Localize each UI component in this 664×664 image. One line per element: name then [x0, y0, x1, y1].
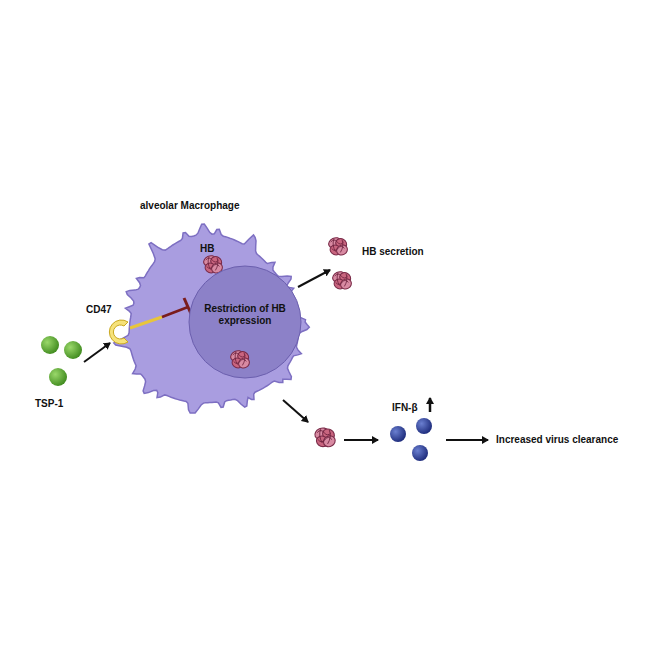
node-text: Restriction of HB expression: [197, 303, 293, 327]
ifn-molecule: [412, 445, 428, 461]
ifn-molecule: [416, 418, 432, 434]
hb-molecule: [331, 270, 353, 291]
node-text: HB: [200, 243, 214, 255]
induction-arrow: [344, 439, 378, 441]
increase-arrow: [429, 398, 432, 412]
ifn-molecule: [390, 426, 406, 442]
cd47-receptor: [109, 320, 128, 344]
macrophage-cell: alveolar MacrophageHB Restriction of HB e…: [100, 200, 320, 430]
cell-heading: alveolar Macrophage: [140, 200, 239, 212]
tsp1-ligand: [64, 341, 82, 359]
effect-arrow: [446, 439, 488, 441]
tsp1-ligand: [41, 336, 59, 354]
nucleus: Restriction of HB expression: [188, 265, 302, 379]
ligand-label: TSP-1: [35, 398, 63, 410]
cd47-stalk: [130, 317, 162, 328]
inhibition-line: [162, 307, 188, 317]
hb-molecule: [313, 426, 337, 449]
annotation: HB secretion: [362, 246, 424, 258]
tsp1-ligand: [49, 368, 67, 386]
cell-membrane: [114, 224, 309, 413]
hb-molecule: [327, 236, 349, 257]
release-arrow: [283, 400, 308, 422]
outcome-label: Increased virus clearance: [496, 434, 618, 446]
binding-arrow: [84, 343, 110, 362]
hb-molecule: [229, 349, 251, 370]
cytokine-label: IFN-β: [392, 402, 418, 414]
nucleus-envelope: [189, 266, 301, 378]
receptor-label: CD47: [86, 304, 112, 316]
secretion-arrow: [298, 270, 330, 287]
